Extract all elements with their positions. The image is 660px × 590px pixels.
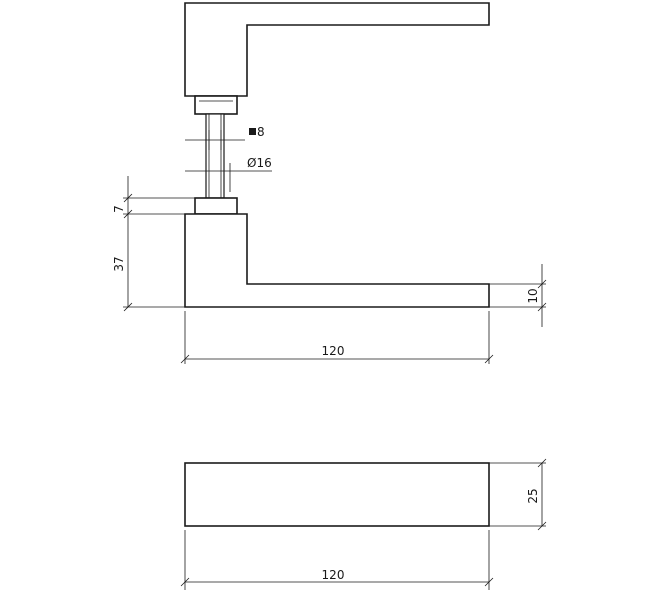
- shank-dimension: Ø16: [185, 156, 272, 192]
- rose-height-label: 7: [112, 205, 126, 213]
- spindle-dimension: 8: [185, 125, 265, 150]
- lower-rose: [194, 197, 238, 215]
- thickness-dimension: 10: [489, 264, 547, 327]
- side-height-dimension: 25: [489, 458, 547, 531]
- shank-label: Ø16: [247, 156, 272, 170]
- lower-lever: [184, 213, 490, 308]
- width-label-side: 120: [322, 568, 345, 582]
- side-view-lever: [184, 462, 490, 527]
- height-label: 37: [112, 256, 126, 271]
- side-height-label: 25: [526, 488, 540, 503]
- width-label-top: 120: [322, 344, 345, 358]
- square-icon: [249, 128, 256, 135]
- upper-rose: [194, 95, 238, 115]
- spindle-label: 8: [257, 125, 265, 139]
- spindle: [205, 113, 225, 199]
- thickness-label: 10: [526, 288, 540, 303]
- width-dimension-side: 120: [180, 530, 494, 590]
- height-dimension: 7 37: [112, 176, 206, 312]
- width-dimension-top: 120: [180, 311, 494, 364]
- upper-lever: [184, 2, 490, 97]
